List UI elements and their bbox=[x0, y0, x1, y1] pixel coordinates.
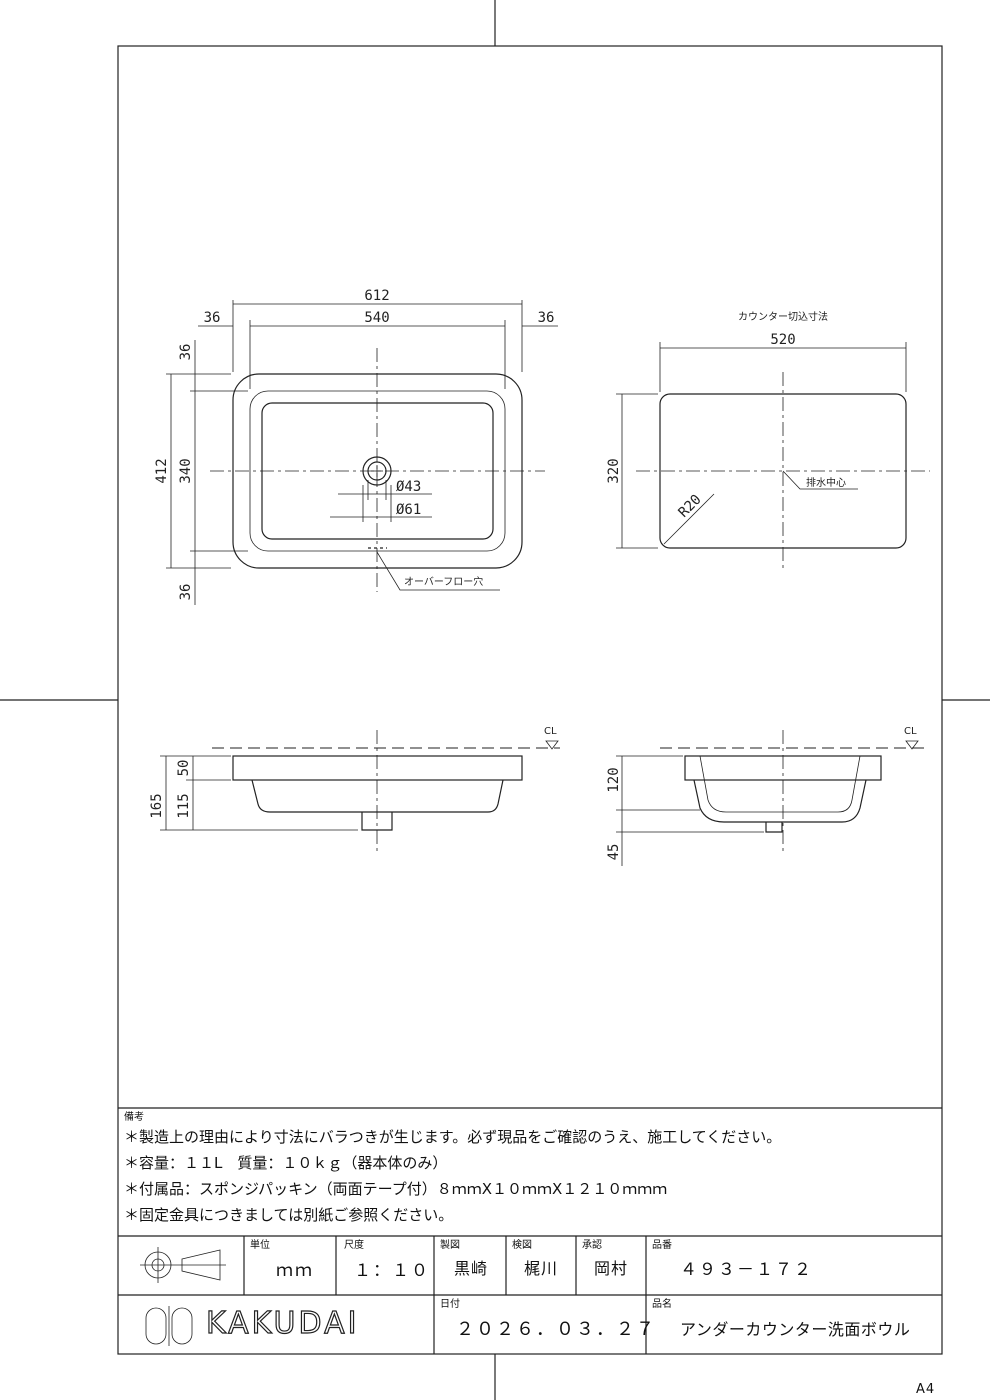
kakudai-logo-mark bbox=[145, 1306, 193, 1346]
dim-36-bottom-label: 36 bbox=[178, 584, 194, 601]
approved-label: 承認 bbox=[582, 1240, 602, 1251]
logo-right bbox=[171, 1307, 193, 1345]
drawing-frame bbox=[117, 45, 943, 1355]
note-line: ＊付属品：スポンジパッキン（両面テープ付）８ｍｍX１０ｍｍX１２１０ｍｍｍ bbox=[124, 1180, 668, 1198]
dim-412-label: 412 bbox=[154, 458, 170, 483]
cl-marker bbox=[545, 740, 559, 750]
drain-d43-label: Ø43 bbox=[396, 479, 421, 495]
drain-center-label: 排水中心 bbox=[806, 476, 846, 489]
dim-120-label: 120 bbox=[606, 767, 622, 792]
checked-value: 梶川 bbox=[524, 1259, 559, 1278]
product-value: アンダーカウンター洗面ボウル bbox=[680, 1320, 911, 1339]
note-line: ＊製造上の理由により寸法にバラつきが生じます。必ず現品をご確認のうえ、施工してく… bbox=[124, 1128, 782, 1146]
side-drain-outlet bbox=[765, 822, 783, 833]
dim-165-label: 165 bbox=[149, 793, 165, 818]
note-line: ＊容量：１１L 質量：１０ｋｇ（器本体のみ） bbox=[124, 1154, 448, 1172]
dim-520-label: 520 bbox=[770, 332, 795, 348]
cl-marker bbox=[905, 740, 919, 750]
plan-view: 612 540 36 36 36 412 340 36 Ø43 Ø61 オーバー… bbox=[154, 288, 558, 605]
scale-value: １：１０ bbox=[354, 1261, 430, 1281]
dim-612-label: 612 bbox=[364, 288, 389, 304]
unit-value: ｍｍ bbox=[276, 1261, 314, 1281]
unit-label: 単位 bbox=[250, 1240, 270, 1251]
proj-cone bbox=[181, 1249, 221, 1281]
side-bowl-body bbox=[693, 779, 867, 823]
front-bowl-body bbox=[251, 779, 504, 813]
product-label: 品名 bbox=[652, 1299, 672, 1310]
dim-340-label: 340 bbox=[178, 458, 194, 483]
cl-label-side: CL bbox=[904, 726, 917, 737]
drain-inner-circle bbox=[367, 461, 387, 481]
dim-540-label: 540 bbox=[364, 310, 389, 326]
dim-50-label: 50 bbox=[176, 760, 192, 777]
part-no-value: ４９３－１７２ bbox=[680, 1260, 813, 1280]
note-line: ＊固定金具につきましては別紙ご参照ください。 bbox=[124, 1206, 454, 1224]
notes-section: 備考 ＊製造上の理由により寸法にバラつきが生じます。必ず現品をご確認のうえ、施工… bbox=[124, 1112, 934, 1228]
scale-label: 尺度 bbox=[344, 1240, 364, 1251]
approved-value: 岡村 bbox=[594, 1259, 629, 1278]
brand-wordmark: KAKUDAI bbox=[205, 1305, 360, 1341]
cutout-title: カウンター切込寸法 bbox=[738, 310, 828, 323]
overflow-label: オーバーフロー穴 bbox=[404, 575, 483, 588]
date-value: ２０２６．０３．２７ bbox=[456, 1319, 656, 1340]
drawn-value: 黒崎 bbox=[454, 1259, 489, 1278]
dim-45-label: 45 bbox=[606, 844, 622, 861]
overflow-leader bbox=[376, 551, 500, 591]
drain-d61-label: Ø61 bbox=[396, 502, 421, 518]
dim-36-top-label: 36 bbox=[178, 344, 194, 361]
cl-label-front: CL bbox=[544, 726, 557, 737]
date-label: 日付 bbox=[440, 1299, 460, 1310]
front-rim bbox=[232, 755, 523, 781]
side-elevation: CL 120 45 bbox=[606, 726, 924, 866]
cutout-view: カウンター切込寸法 520 320 R20 排水中心 bbox=[606, 310, 930, 572]
dim-36-left-label: 36 bbox=[204, 310, 221, 326]
radius-label: R20 bbox=[676, 492, 705, 521]
sheet-size: A4 bbox=[916, 1382, 936, 1397]
dim-320-label: 320 bbox=[606, 458, 622, 483]
drain-outer-circle bbox=[362, 456, 392, 486]
dim-36-right-label: 36 bbox=[538, 310, 555, 326]
side-bowl-inner bbox=[699, 755, 861, 813]
drain-center-leader bbox=[782, 470, 858, 490]
dim-115-label: 115 bbox=[176, 793, 192, 818]
logo-left bbox=[145, 1307, 167, 1345]
notes-header: 備考 bbox=[124, 1112, 144, 1123]
part-no-label: 品番 bbox=[652, 1240, 672, 1251]
radius-leader bbox=[663, 493, 715, 545]
checked-label: 検図 bbox=[512, 1240, 532, 1251]
front-elevation: CL 165 50 115 bbox=[149, 726, 560, 855]
projection-symbol bbox=[140, 1247, 226, 1283]
drawn-label: 製図 bbox=[440, 1240, 460, 1251]
